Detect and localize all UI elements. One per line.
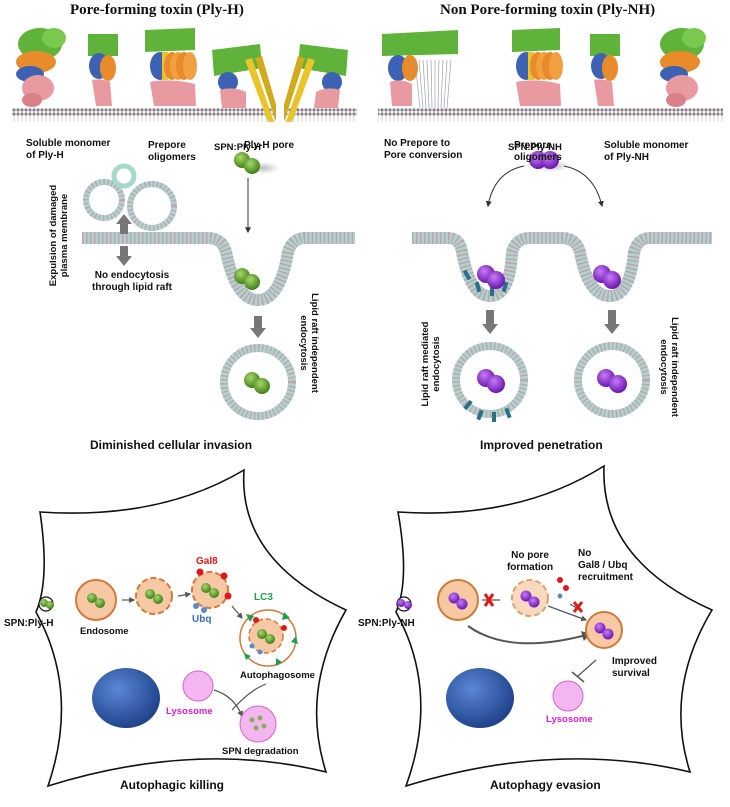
ply-h-pore	[212, 44, 348, 124]
endocytosis-arrow	[250, 328, 266, 338]
diminished-invasion-caption: Diminished cellular invasion	[90, 438, 253, 452]
ubq-label: Ubq	[192, 614, 212, 625]
raft-independent-path-arrow	[563, 165, 604, 208]
right-lysosome-label: Lysosome	[546, 714, 593, 725]
spn-ply-nh-label: SPN:Ply-NH	[508, 142, 562, 153]
blocked-x-icon	[483, 593, 495, 607]
autophagy-evasion-caption: Autophagy evasion	[490, 778, 601, 792]
expulsion-label: Expulsion of damaged plasma membrane	[48, 184, 70, 287]
top-right-membrane	[378, 108, 723, 122]
autophagic-killing-caption: Autophagic killing	[120, 778, 224, 792]
prepore-oligomers-left-label: Prepore oligomers	[148, 140, 196, 163]
ply-nh-cartoon-monomer	[590, 34, 620, 106]
gal8-label: Gal8	[196, 556, 218, 567]
no-gal8-ubq-label: No Gal8 / Ubq recruitment	[578, 548, 634, 583]
endosome-label: Endosome	[80, 626, 129, 637]
soluble-monomer-ply-h-label: Soluble monomer of Ply-H	[26, 138, 111, 161]
spn-degradation-label: SPN degradation	[222, 746, 299, 757]
expelled-vesicles	[83, 163, 177, 231]
ply-h-monomer-structure	[16, 28, 66, 107]
left-panel-title: Pore-forming toxin (Ply-H)	[70, 2, 244, 18]
no-pore-formation-label: No pore formation	[506, 550, 554, 573]
prepore-oligomers-right-label: Prepore oligomers	[514, 140, 562, 163]
improved-penetration-caption: Improved penetration	[480, 438, 603, 452]
inhibition-bar	[571, 671, 585, 683]
no-recruitment-x-icon	[572, 601, 584, 613]
right-host-cell	[395, 464, 714, 788]
ply-nh-monomer-structure	[660, 28, 706, 107]
left-lysosome-label: Lysosome	[166, 706, 213, 717]
raft-mediated-path-arrow	[485, 165, 525, 208]
soluble-monomer-ply-nh-label: Soluble monomer of Ply-NH	[604, 140, 689, 163]
right-panel-title: Non Pore-forming toxin (Ply-NH)	[440, 2, 656, 18]
ply-h-cartoon-monomer	[88, 34, 118, 106]
ply-nh-prepore-oligomers	[512, 28, 563, 106]
spn-ply-h-label: SPN:Ply-H	[214, 142, 261, 153]
left-lysosome	[182, 670, 214, 702]
left-host-cell	[35, 468, 348, 788]
mid-right-membrane	[412, 232, 712, 303]
no-prepore-conversion-label: No Prepore to Pore conversion	[384, 138, 463, 161]
no-endocytosis-label: No endocytosis through lipid raft	[92, 270, 172, 293]
right-lysosome	[552, 680, 584, 712]
ubq-markers	[193, 603, 207, 613]
ply-nh-stuck-prepore	[382, 30, 458, 109]
ply-h-pore-label: Ply-H pore	[244, 140, 295, 151]
left-raft-independent-label: Lipid raft independent endocytosis	[298, 293, 320, 393]
bottom-right-toxin-label: SPN:Ply-NH	[358, 618, 415, 629]
degradation-lysosome	[239, 705, 277, 743]
ply-h-prepore-oligomers	[145, 28, 197, 106]
survival-arrow	[467, 625, 592, 645]
lc3-label: LC3	[254, 592, 273, 603]
autophagosome-label: Autophagosome	[240, 670, 315, 681]
lc3-markers	[244, 612, 298, 666]
improved-survival-label: Improved survival	[612, 656, 658, 679]
bottom-left-toxin-label: SPN:Ply-H	[4, 618, 54, 629]
right-nucleus	[446, 668, 514, 728]
raft-mediated-label: Lipid raft mediated endocytosis	[420, 321, 442, 407]
lipid-raft-markers	[462, 269, 509, 296]
left-nucleus	[92, 668, 160, 728]
top-left-membrane	[12, 108, 357, 122]
gal8-markers	[196, 568, 232, 600]
right-raft-independent-label: Lipid raft independent endocytosis	[658, 317, 680, 417]
